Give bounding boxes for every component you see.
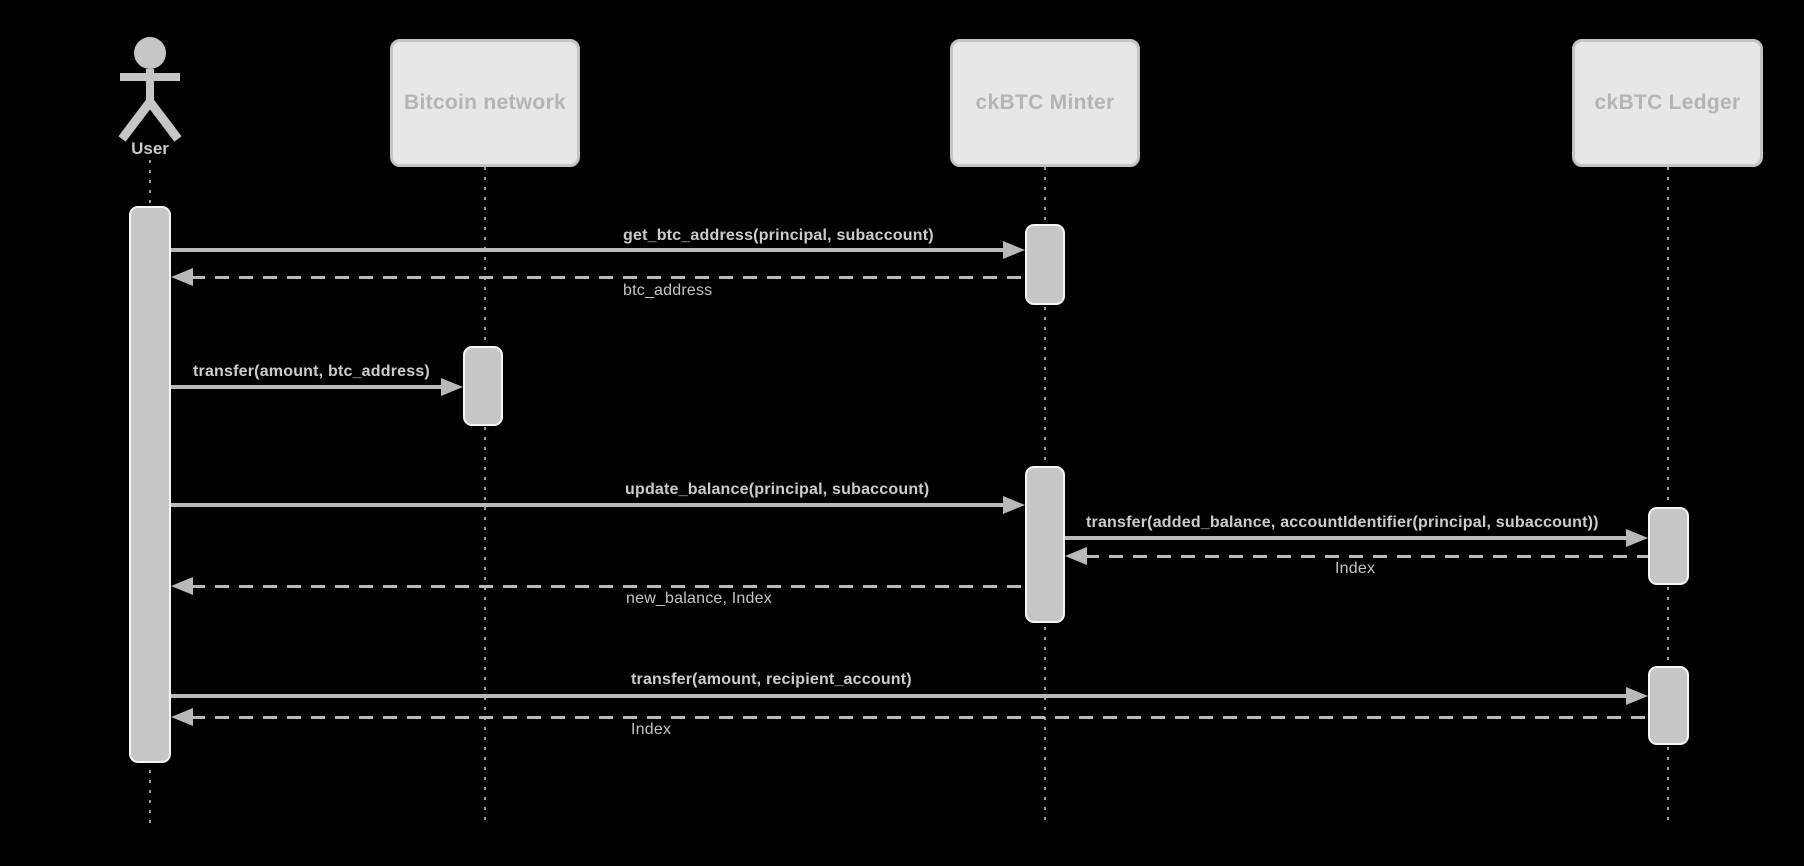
participant-ckbtc-minter: ckBTC Minter <box>950 39 1140 167</box>
message-label-get-btc-address: get_btc_address(principal, subaccount) <box>623 227 934 244</box>
actor-label-user: User <box>131 139 169 158</box>
activation-user <box>129 206 171 763</box>
arrow-line-new-balance <box>191 585 1025 588</box>
arrow-line-transfer-btc <box>171 385 443 389</box>
participant-label: Bitcoin network <box>403 91 566 114</box>
participant-bitcoin-network: Bitcoin network <box>390 39 580 167</box>
activation-ledger-2 <box>1648 666 1689 745</box>
arrowhead-icon <box>441 378 463 396</box>
participant-label: ckBTC Ledger <box>1594 91 1741 114</box>
message-label-new-balance: new_balance, Index <box>626 590 772 607</box>
arrowhead-icon <box>1003 496 1025 514</box>
activation-ledger-1 <box>1648 507 1689 585</box>
arrow-line-transfer-recipient <box>171 694 1628 698</box>
participant-label: ckBTC Minter <box>975 91 1115 114</box>
arrowhead-icon <box>1003 241 1025 259</box>
arrowhead-icon <box>1626 529 1648 547</box>
message-label-transfer-btc: transfer(amount, btc_address) <box>193 363 430 380</box>
message-label-update-balance: update_balance(principal, subaccount) <box>625 481 930 498</box>
message-label-transfer-added-balance: transfer(added_balance, accountIdentifie… <box>1086 514 1599 531</box>
arrowhead-icon <box>171 577 193 595</box>
message-label-index-minter: Index <box>1335 560 1376 577</box>
arrowhead-icon <box>171 708 193 726</box>
user-actor-icon <box>118 37 182 142</box>
arrowhead-icon <box>171 268 193 286</box>
message-label-index-user: Index <box>631 721 672 738</box>
arrow-line-btc-address <box>191 276 1025 279</box>
arrow-line-update-balance <box>171 503 1005 507</box>
lifeline-ledger <box>1667 167 1669 827</box>
arrowhead-icon <box>1065 547 1087 565</box>
message-label-btc-address: btc_address <box>623 282 713 299</box>
participant-ckbtc-ledger: ckBTC Ledger <box>1572 39 1763 167</box>
arrow-line-get-btc-address <box>171 248 1005 252</box>
activation-bitcoin <box>463 346 503 426</box>
arrow-line-index-minter <box>1085 555 1648 558</box>
lifeline-bitcoin <box>484 167 486 827</box>
message-label-transfer-recipient: transfer(amount, recipient_account) <box>631 671 912 688</box>
arrow-line-transfer-added-balance <box>1065 536 1628 540</box>
arrow-line-index-user <box>191 716 1648 719</box>
activation-minter-1 <box>1025 224 1065 305</box>
activation-minter-2 <box>1025 466 1065 623</box>
arrowhead-icon <box>1626 687 1648 705</box>
